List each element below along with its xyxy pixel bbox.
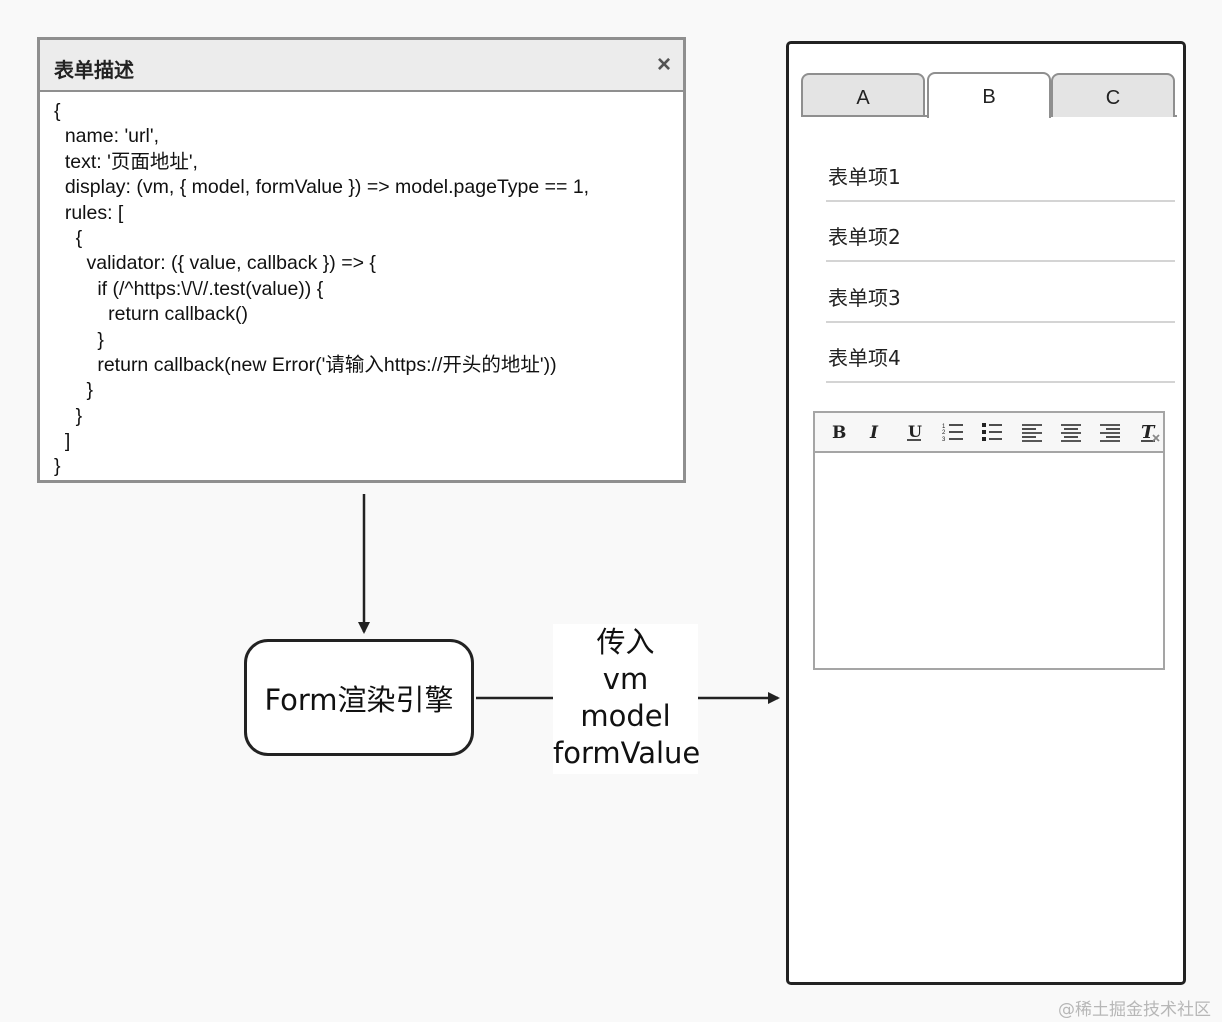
form-item[interactable]: 表单项2 <box>826 206 1175 262</box>
form-item-label: 表单项2 <box>828 225 901 249</box>
code-line: ] <box>54 430 71 453</box>
panel-title: 表单描述 <box>54 58 134 82</box>
svg-text:3: 3 <box>942 437 946 443</box>
code-line: } <box>54 404 83 427</box>
panel-header: 表单描述 × <box>40 40 683 92</box>
svg-text:I: I <box>869 423 879 442</box>
code-line: rules: [ <box>54 201 124 224</box>
watermark: @稀土掘金技术社区 <box>1058 1000 1211 1020</box>
align-center-icon[interactable] <box>1058 419 1084 445</box>
code-line: } <box>54 328 104 351</box>
code-line: { <box>54 100 61 122</box>
pass-line: formValue <box>553 736 701 770</box>
code-line: return callback() <box>54 303 248 326</box>
form-item-label: 表单项3 <box>828 286 901 310</box>
svg-text:U: U <box>908 422 922 441</box>
code-block: { name: 'url', text: '页面地址', display: (v… <box>54 99 589 480</box>
underline-icon[interactable]: U <box>901 419 927 445</box>
tab-c[interactable]: C <box>1051 73 1175 117</box>
svg-text:B: B <box>832 423 846 442</box>
code-line: } <box>54 379 94 402</box>
italic-icon[interactable]: I <box>862 419 888 445</box>
align-right-icon[interactable] <box>1097 419 1123 445</box>
code-line: { <box>54 226 83 249</box>
code-line: } <box>54 455 61 478</box>
bold-icon[interactable]: B <box>825 419 851 445</box>
close-icon[interactable]: × <box>656 51 671 78</box>
clear-format-icon[interactable]: T <box>1137 419 1163 445</box>
form-render-engine-box: Form渲染引擎 <box>244 639 474 756</box>
engine-label: Form渲染引擎 <box>264 682 454 717</box>
align-left-icon[interactable] <box>1019 419 1045 445</box>
form-item[interactable]: 表单项4 <box>826 327 1175 383</box>
pass-line: model <box>580 699 671 733</box>
code-line: name: 'url', <box>54 125 159 148</box>
form-item-label: 表单项1 <box>828 165 901 189</box>
tab-b[interactable]: B <box>927 72 1051 118</box>
code-line: validator: ({ value, callback }) => { <box>54 252 376 275</box>
editor-content-area[interactable] <box>815 453 1163 668</box>
code-line: return callback(new Error('请输入https://开头… <box>54 353 557 376</box>
pass-params-label: 传入 vm model formValue <box>553 624 701 774</box>
form-item[interactable]: 表单项3 <box>826 267 1175 323</box>
form-description-panel: 表单描述 × { name: 'url', text: '页面地址', disp… <box>37 37 686 483</box>
svg-text:1: 1 <box>942 424 946 430</box>
pass-line: 传入 <box>596 625 655 659</box>
svg-text:2: 2 <box>942 430 946 436</box>
form-item-label: 表单项4 <box>828 346 901 370</box>
form-item[interactable]: 表单项1 <box>826 146 1175 202</box>
code-line: text: '页面地址', <box>54 150 198 173</box>
code-line: if (/^https:\/\//.test(value)) { <box>54 277 324 300</box>
pass-line: vm <box>602 662 649 696</box>
code-line: display: (vm, { model, formValue }) => m… <box>54 176 590 199</box>
svg-text:T: T <box>1141 422 1156 443</box>
tab-a[interactable]: A <box>801 73 925 117</box>
bullet-list-icon[interactable] <box>979 419 1005 445</box>
